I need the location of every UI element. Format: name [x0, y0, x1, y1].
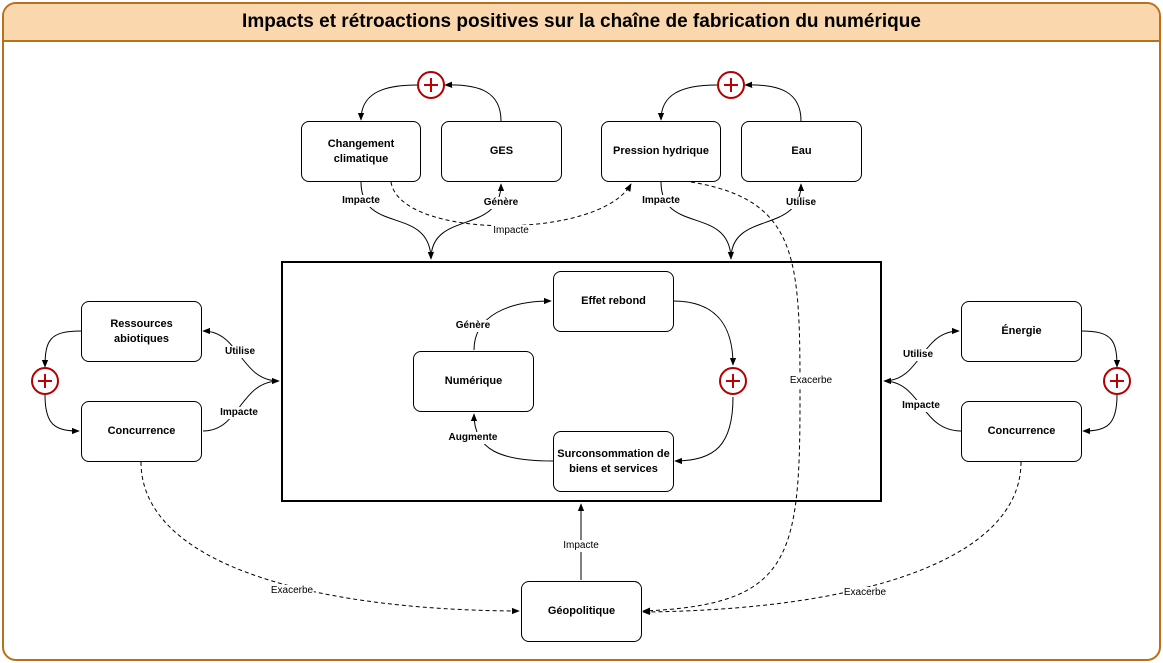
label-exacerbe: Exacerbe	[842, 587, 888, 599]
label-exacerbe: Exacerbe	[788, 375, 834, 387]
label-impacte-dashed: Impacte	[492, 225, 530, 237]
label-impacte: Impacte	[219, 407, 259, 419]
node-geopolitique: Géopolitique	[521, 581, 642, 642]
plus-circle-icon	[31, 367, 59, 395]
node-changement-climatique: Changement climatique	[301, 121, 421, 182]
edge-rebond-to-plus5	[672, 300, 737, 366]
plus-circle-icon	[717, 71, 745, 99]
label-genere: Génère	[454, 320, 492, 332]
edge-numerique-genere	[473, 297, 552, 351]
plus-circle-icon	[1103, 367, 1131, 395]
label-exacerbe: Exacerbe	[269, 585, 315, 597]
edge-plus4-to-concurrence	[1082, 394, 1118, 435]
edge-ges-to-plus1	[444, 81, 502, 122]
edge-utilise-eau	[730, 183, 805, 260]
edge-pression-exacerbe-geo	[642, 181, 801, 614]
diagram-title: Impacts et rétroactions positives sur la…	[242, 11, 921, 32]
edge-eau-to-plus2	[744, 81, 802, 122]
label-genere: Génère	[482, 197, 520, 209]
central-system-box	[281, 261, 882, 502]
node-ges: GES	[441, 121, 562, 182]
node-surconsommation: Surconsommation de biens et services	[553, 431, 674, 492]
label-augmente: Augmente	[447, 432, 499, 444]
edge-concurrence-exacerbe-geo	[140, 461, 520, 615]
edge-concurrence-impacte	[202, 377, 280, 432]
node-pression-hydrique: Pression hydrique	[601, 121, 721, 182]
edge-plus2-to-pression	[657, 84, 718, 121]
edge-plus5-to-surconso	[674, 396, 734, 465]
node-ressources-abiotiques: Ressources abiotiques	[81, 301, 202, 362]
node-concurrence-right: Concurrence	[961, 401, 1082, 462]
node-energie: Énergie	[961, 301, 1082, 362]
label-impacte: Impacte	[341, 195, 381, 207]
label-impacte: Impacte	[641, 195, 681, 207]
node-effet-rebond: Effet rebond	[553, 271, 674, 332]
edge-pression-impacte	[660, 181, 735, 260]
label-utilise: Utilise	[784, 197, 818, 209]
edge-plus1-to-changement	[357, 84, 418, 121]
edge-energie-to-plus4	[1080, 330, 1121, 368]
plus-circle-icon	[417, 71, 445, 99]
node-eau: Eau	[741, 121, 862, 182]
label-utilise: Utilise	[901, 349, 935, 361]
plus-circle-icon	[719, 367, 747, 395]
node-concurrence-left: Concurrence	[81, 401, 202, 462]
node-numerique: Numérique	[413, 351, 534, 412]
edge-plus3-to-concurrence	[44, 394, 80, 435]
label-impacte: Impacte	[562, 540, 600, 552]
title-bar: Impacts et rétroactions positives sur la…	[4, 4, 1159, 42]
label-utilise: Utilise	[223, 346, 257, 358]
edge-genere-ges	[430, 183, 505, 260]
edge-concurrence-r-exacerbe-geo	[642, 461, 1022, 616]
edge-ressources-to-plus3	[41, 330, 82, 368]
label-impacte: Impacte	[901, 400, 941, 412]
edge-changement-impacte	[360, 181, 435, 260]
edge-surconso-augmente	[470, 413, 554, 462]
